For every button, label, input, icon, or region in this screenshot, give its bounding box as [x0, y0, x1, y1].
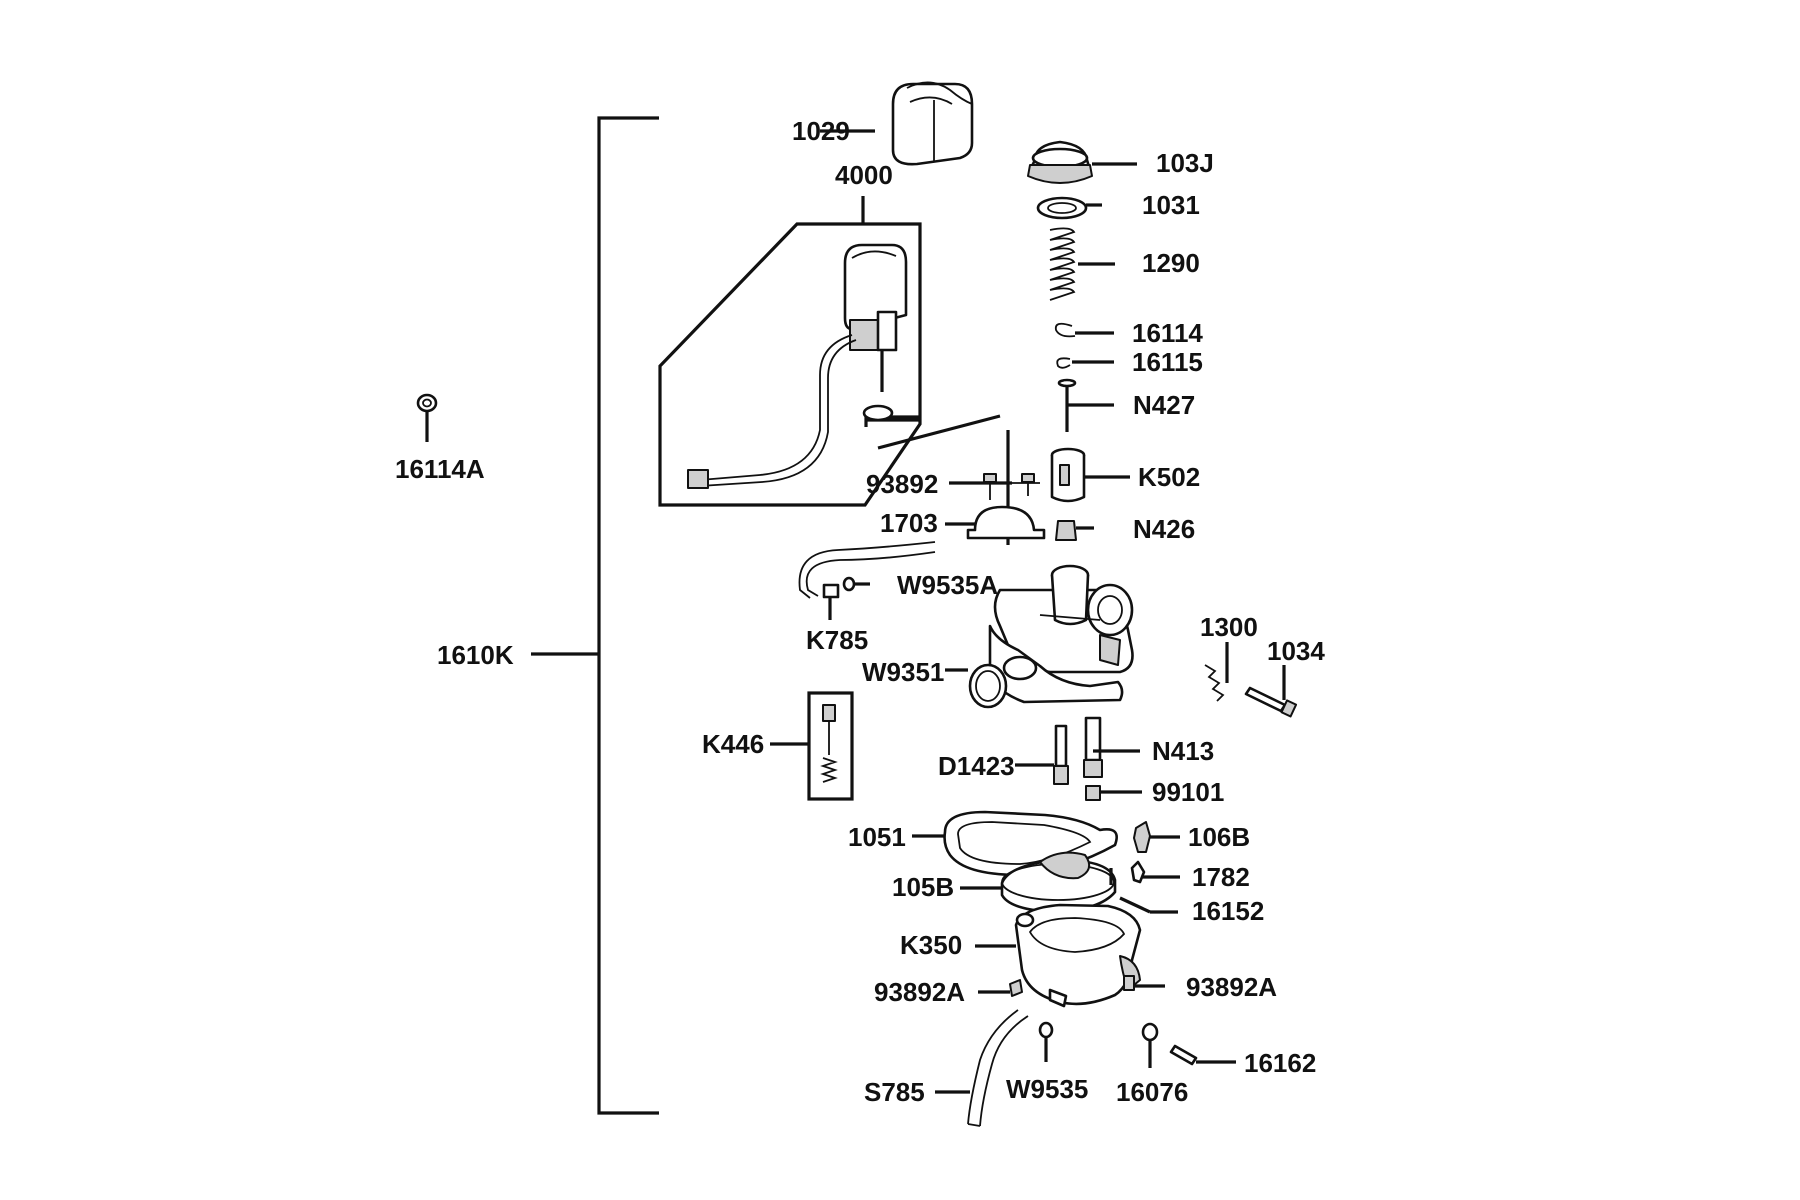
part-N426-jet: [1055, 520, 1094, 541]
part-K785-tube: [798, 541, 936, 620]
part-93892A-left-screw: [978, 979, 1023, 997]
label-K350: K350: [900, 930, 962, 960]
label-1703: 1703: [880, 508, 938, 538]
label-1610K: 1610K: [437, 640, 514, 670]
part-1300-spring: [1204, 642, 1229, 702]
part-16162-screw: [1169, 1044, 1236, 1066]
part-93892A-right-screw: [1123, 975, 1165, 991]
part-W9351-oring: [945, 663, 1008, 709]
part-1782-clip: [1130, 860, 1180, 884]
label-W9535: W9535: [1006, 1074, 1088, 1104]
label-16115: 16115: [1132, 347, 1203, 377]
label-1031: 1031: [1142, 190, 1200, 220]
label-K446: K446: [702, 729, 764, 759]
label-W9351: W9351: [862, 657, 944, 687]
label-1300: 1300: [1200, 612, 1258, 642]
part-K502-slide: [1050, 447, 1130, 503]
label-16114A: 16114A: [395, 454, 485, 484]
label-K502: K502: [1138, 462, 1200, 492]
part-16114A-nut: [416, 393, 438, 442]
assembly-bracket: [531, 116, 659, 1115]
part-16076-oring: [1141, 1022, 1159, 1068]
label-1029: 1029: [792, 116, 850, 146]
part-16114-clip: [1054, 322, 1114, 338]
part-S785-tube: [935, 1009, 1029, 1127]
part-N413-jet: [1083, 716, 1140, 778]
label-S785: S785: [864, 1077, 925, 1107]
part-1029-cap: [820, 81, 974, 166]
part-106B-needle: [1133, 821, 1180, 853]
part-N427-needle: [1057, 378, 1114, 432]
label-16114: 16114: [1132, 318, 1203, 348]
label-N426: N426: [1133, 514, 1195, 544]
label-16152: 16152: [1192, 896, 1264, 926]
part-K446-box: [770, 691, 854, 801]
label-103J: 103J: [1156, 148, 1214, 178]
part-1034-screw: [1244, 665, 1298, 718]
part-105B-float: [960, 851, 1117, 914]
part-16115-clip: [1056, 357, 1114, 369]
part-99101-nut: [1085, 785, 1142, 801]
label-99101: 99101: [1152, 777, 1224, 807]
label-4000: 4000: [835, 160, 893, 190]
label-N413: N413: [1152, 736, 1214, 766]
part-1703-clamp: [945, 505, 1046, 540]
label-16076: 16076: [1116, 1077, 1188, 1107]
label-1034: 1034: [1267, 636, 1325, 666]
part-93892-screws: [877, 414, 1040, 545]
label-W9535A: W9535A: [897, 570, 998, 600]
part-1031-washer: [1036, 196, 1102, 220]
part-W9535A-clip: [842, 576, 870, 592]
part-4000-choke-box: [658, 196, 922, 507]
label-K785: K785: [806, 625, 868, 655]
part-D1423-jet: [1015, 724, 1069, 785]
label-D1423: D1423: [938, 751, 1015, 781]
part-103J-top-cap: [1027, 140, 1137, 184]
part-W9535-clip: [1038, 1021, 1054, 1062]
part-16152-pin: [1119, 896, 1178, 914]
label-93892A-left: 93892A: [874, 977, 965, 1007]
label-1290: 1290: [1142, 248, 1200, 278]
label-105B: 105B: [892, 872, 954, 902]
part-1290-spring: [1049, 227, 1115, 301]
label-93892A-right: 93892A: [1186, 972, 1277, 1002]
label-1051: 1051: [848, 822, 906, 852]
label-1782: 1782: [1192, 862, 1250, 892]
label-93892: 93892: [866, 469, 938, 499]
label-N427: N427: [1133, 390, 1195, 420]
part-carburetor-body: [988, 564, 1134, 704]
label-16162: 16162: [1244, 1048, 1316, 1078]
label-106B: 106B: [1188, 822, 1250, 852]
